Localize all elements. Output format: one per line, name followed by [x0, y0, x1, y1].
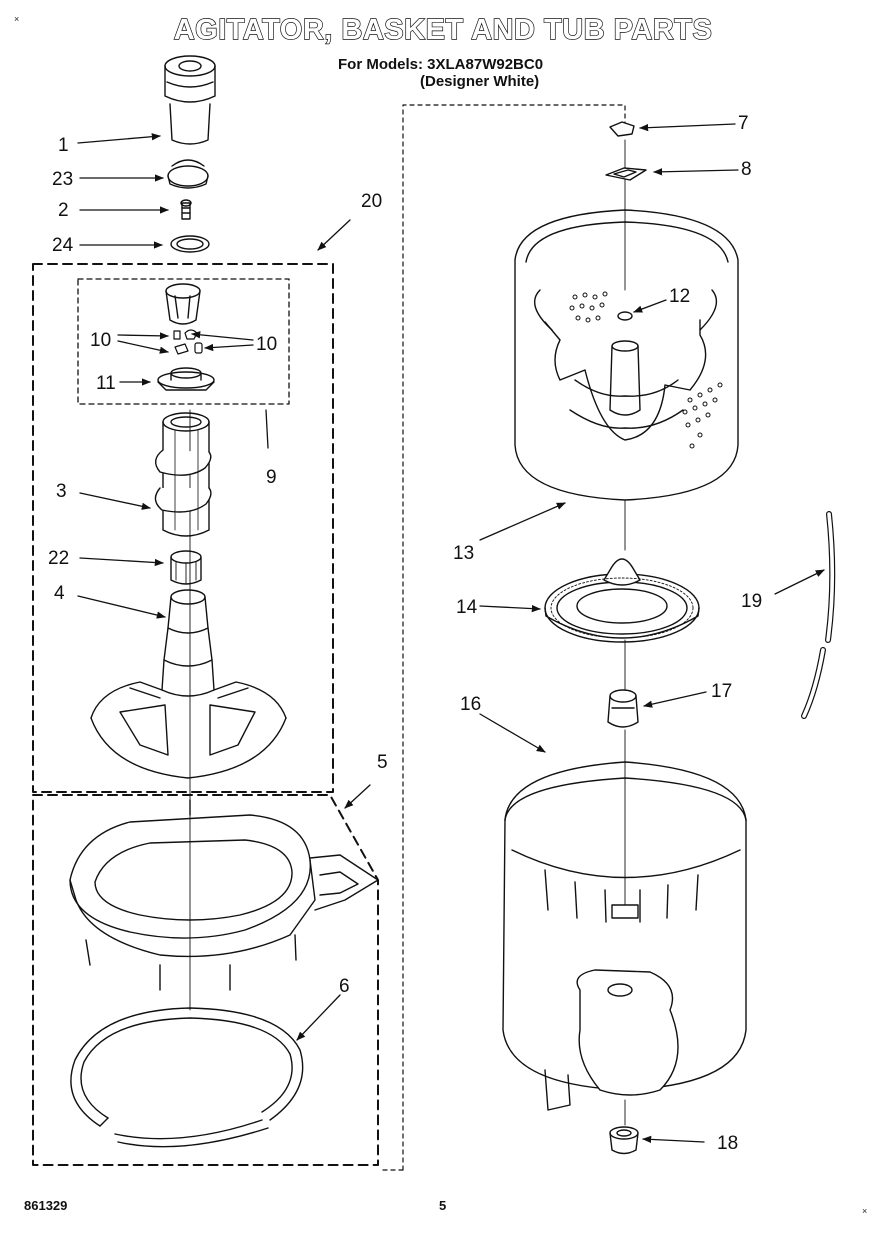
callout-17: 17 [711, 681, 733, 702]
basket-icon [514, 209, 739, 501]
callout-6: 6 [339, 976, 350, 997]
callout-14: 14 [456, 597, 478, 618]
drive-block-icon [607, 689, 639, 728]
agitator-barrel-icon [154, 412, 212, 537]
nut-icon [609, 1126, 639, 1155]
basket-holes [569, 291, 723, 449]
callout-4: 4 [54, 583, 65, 604]
callout-18: 18 [717, 1133, 739, 1154]
callout-10-left: 10 [90, 330, 112, 351]
callout-12: 12 [669, 286, 691, 307]
model-line: For Models: 3XLA87W92BC0 [338, 56, 544, 73]
bolt-icon [180, 199, 192, 220]
model-subtitle: For Models: 3XLA87W92BC0 (Designer White… [338, 56, 543, 90]
leader-arrows [77, 123, 825, 1144]
cam-cover-icon [167, 159, 209, 189]
cam-assembly-box-9 [77, 278, 290, 405]
cam-drive-icon [157, 367, 215, 391]
callout-7: 7 [738, 113, 749, 134]
ring-assembly-box-5 [32, 794, 379, 1166]
callout-23: 23 [52, 169, 74, 190]
clip-icon [609, 121, 635, 137]
callout-5: 5 [377, 752, 388, 773]
page-title: AGITATOR, BASKET AND TUB PARTS [173, 13, 713, 46]
callout-8: 8 [741, 159, 752, 180]
callout-1: 1 [58, 135, 69, 156]
callout-10-right: 10 [256, 334, 278, 355]
callout-3: 3 [56, 481, 67, 502]
callout-13: 13 [453, 543, 475, 564]
hose-icon [801, 511, 836, 719]
retaining-ring-icon [70, 1007, 304, 1148]
color-line: (Designer White) [420, 73, 540, 90]
hub-icon [544, 558, 700, 643]
callout-22: 22 [48, 548, 70, 569]
corner-mark-top-left: × [14, 14, 20, 24]
bracket-icon [605, 167, 647, 181]
agitator-assembly-box-20 [32, 263, 334, 793]
callout-20: 20 [361, 191, 383, 212]
callout-19: 19 [741, 591, 763, 612]
tub-icon [502, 761, 747, 1111]
corner-mark-bottom-right: × [862, 1206, 868, 1216]
callout-16: 16 [460, 694, 482, 715]
document-number: 861329 [24, 1198, 68, 1213]
agitator-base-icon [90, 589, 287, 779]
seal-ring-icon [170, 235, 210, 253]
callout-9: 9 [266, 467, 277, 488]
callout-24: 24 [52, 235, 74, 256]
callout-2: 2 [58, 200, 69, 221]
cam-icon [165, 283, 201, 325]
callout-11: 11 [96, 373, 116, 394]
coupling-icon [170, 550, 202, 585]
basket-connector-line [402, 104, 626, 1171]
tub-ring-icon [69, 799, 379, 991]
assembly-boundaries [32, 104, 626, 1171]
page-number: 5 [439, 1198, 447, 1213]
agitator-cap-icon [164, 55, 216, 145]
dogs-icon [173, 329, 203, 355]
